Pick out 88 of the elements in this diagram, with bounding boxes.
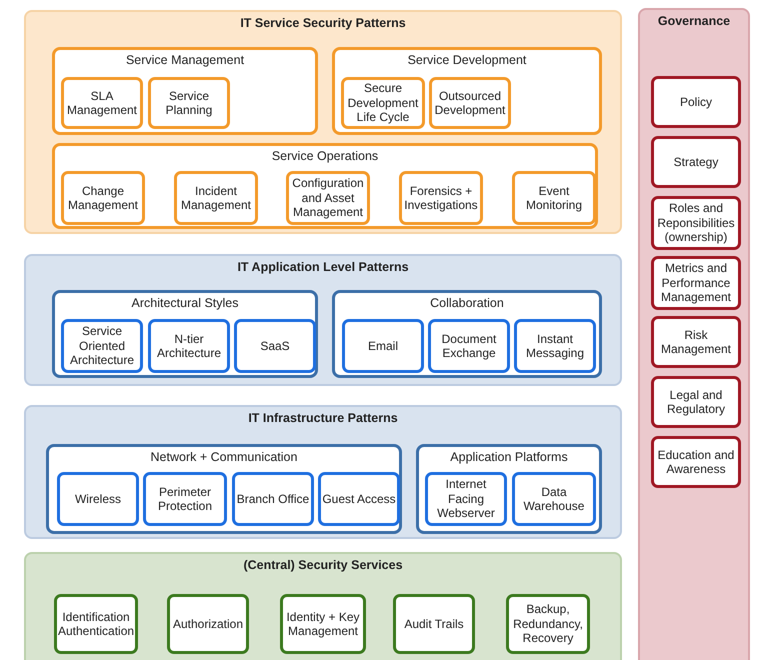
pattern-box [341, 77, 425, 129]
pattern-box [651, 376, 741, 428]
pattern-box [514, 319, 596, 373]
pattern-box [429, 77, 511, 129]
group-title: Collaboration [429, 296, 505, 310]
pattern-box [342, 319, 424, 373]
pattern-box [61, 171, 145, 225]
pattern-label: Roles and Reponsibilities (ownership) [656, 201, 736, 245]
pattern-label: Legal and Regulatory [666, 388, 726, 416]
pattern-box [393, 594, 475, 654]
pattern-box [280, 594, 366, 654]
pattern-label: Forensics + Investigations [403, 184, 479, 212]
pattern-box [143, 472, 227, 526]
group-title: Application Platforms [449, 450, 569, 464]
pattern-box [651, 136, 741, 188]
pattern-label: Email [368, 338, 398, 354]
panel-title: Governance [656, 14, 732, 28]
group-box [416, 444, 602, 534]
group-box [52, 290, 318, 378]
pattern-box [174, 171, 258, 225]
pattern-label: Branch Office [236, 492, 310, 506]
pattern-label: Incident Management [180, 184, 252, 212]
group-title: Service Development [406, 53, 528, 67]
pattern-box [651, 436, 741, 488]
pattern-label: Configuration and Asset Management [291, 176, 365, 220]
pattern-box [61, 77, 143, 129]
pattern-label: Data Warehouse [522, 484, 586, 514]
pattern-box [148, 319, 230, 373]
pattern-box [425, 472, 507, 526]
group-box [332, 290, 602, 378]
panel-title: IT Application Level Patterns [236, 260, 410, 274]
pattern-panel [24, 405, 622, 539]
pattern-label: Instant Messaging [524, 332, 586, 360]
pattern-panel [24, 552, 622, 660]
pattern-label: Wireless [74, 492, 121, 506]
pattern-box [512, 171, 596, 225]
pattern-label: Document Exchange [440, 332, 498, 360]
pattern-box [167, 594, 249, 654]
pattern-label: Outsourced Development [434, 88, 506, 118]
pattern-label: Education and Awareness [656, 448, 736, 476]
group-title: Network + Communication [150, 450, 298, 464]
pattern-box [506, 594, 590, 654]
pattern-label: SLA Management [66, 88, 138, 118]
pattern-box [148, 77, 230, 129]
pattern-box [651, 76, 741, 128]
group-title: Service Management [124, 53, 246, 67]
pattern-label: Metrics and Performance Management [660, 261, 732, 305]
group-box [46, 444, 402, 534]
pattern-label: Event Monitoring [524, 184, 584, 212]
pattern-label: Risk Management [660, 328, 732, 356]
group-title: Architectural Styles [130, 296, 240, 310]
pattern-label: Service Planning [164, 88, 214, 118]
pattern-label: Backup, Redundancy, Recovery [512, 602, 584, 646]
pattern-box [651, 316, 741, 368]
pattern-box [232, 472, 314, 526]
pattern-label: Perimeter Protection [156, 484, 214, 514]
pattern-box [318, 472, 400, 526]
pattern-label: N-tier Architecture [156, 332, 222, 360]
pattern-label: Identification Authentication [58, 610, 134, 638]
pattern-label: Change Management [66, 184, 140, 212]
pattern-box [428, 319, 510, 373]
group-box [52, 47, 318, 135]
pattern-box [651, 256, 741, 310]
pattern-panel [638, 8, 750, 660]
pattern-label: Secure Development Life Cycle [346, 81, 420, 125]
pattern-label: Identity + Key Management [285, 610, 361, 638]
pattern-panel [24, 254, 622, 386]
pattern-label: Policy [680, 94, 712, 110]
pattern-label: Authorization [172, 616, 244, 632]
pattern-panel [24, 10, 622, 234]
pattern-label: SaaS [260, 338, 290, 354]
panel-title: (Central) Security Services [242, 558, 404, 572]
pattern-box [512, 472, 596, 526]
group-title: Service Operations [270, 149, 380, 163]
pattern-label: Audit Trails [404, 616, 464, 632]
pattern-box [54, 594, 138, 654]
panel-title: IT Infrastructure Patterns [247, 411, 399, 425]
group-box [332, 47, 602, 135]
group-box [52, 143, 598, 229]
panel-title: IT Service Security Patterns [239, 16, 407, 30]
pattern-label: Guest Access [322, 492, 396, 506]
pattern-box [399, 171, 483, 225]
pattern-box [234, 319, 316, 373]
pattern-box [61, 319, 143, 373]
pattern-box [57, 472, 139, 526]
pattern-label: Strategy [674, 154, 718, 170]
pattern-label: Internet Facing Webserver [436, 477, 496, 521]
pattern-label: Service Oriented Architecture [68, 324, 136, 368]
